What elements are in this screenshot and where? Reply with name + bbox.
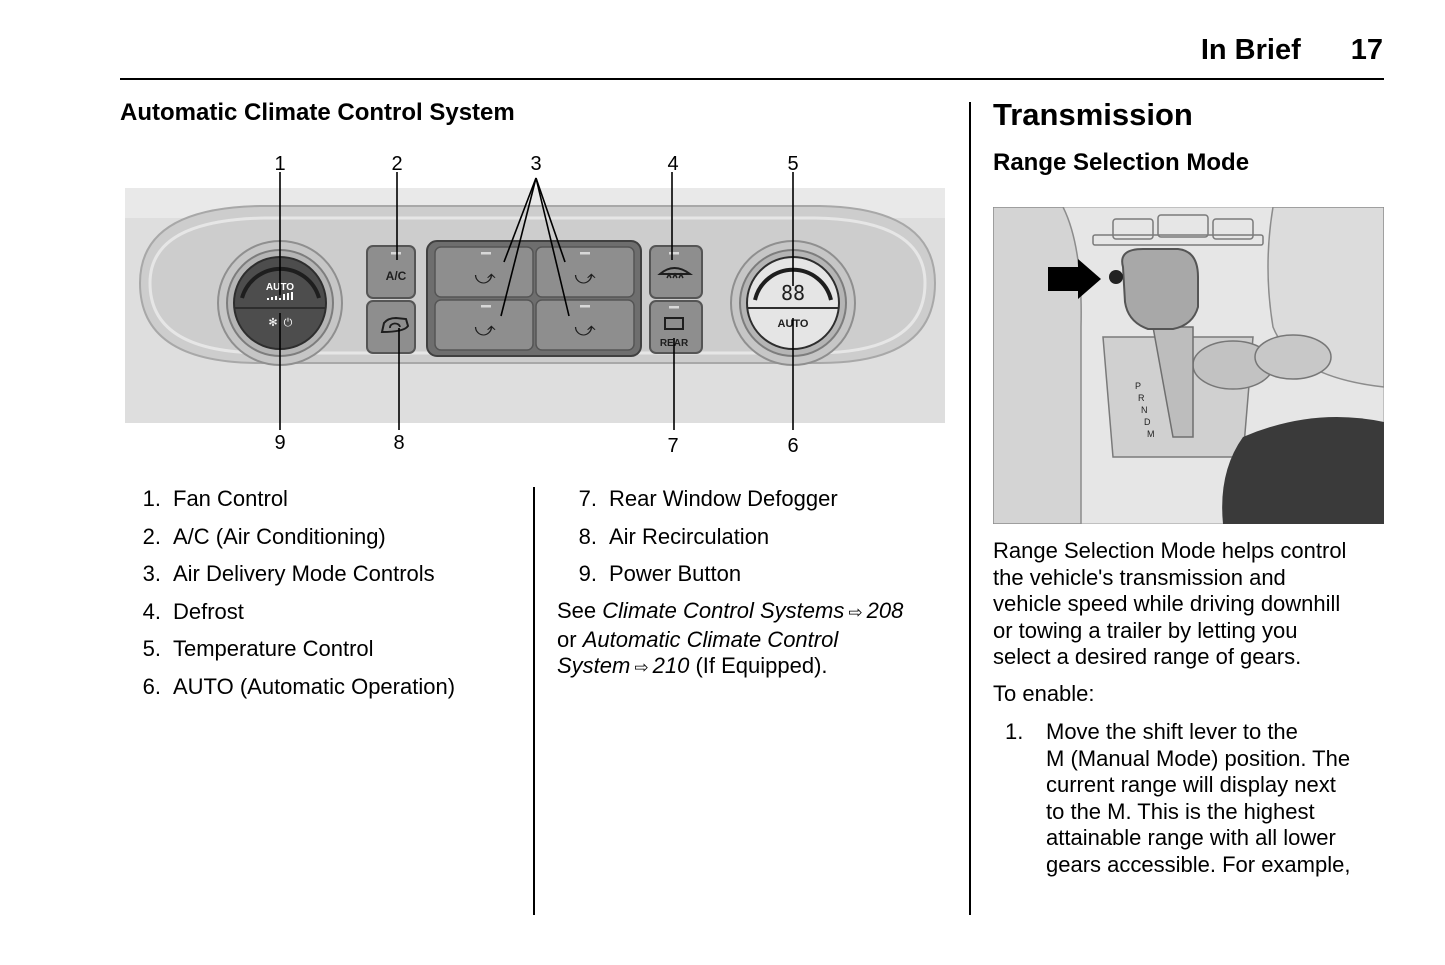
see-also-paragraph: See Climate Control Systems⇨208 or Autom… — [557, 598, 904, 678]
ac-button: A/C — [366, 245, 416, 299]
list-item: 9.Power Button — [578, 561, 742, 587]
list-item: 2.A/C (Air Conditioning) — [142, 523, 386, 549]
gear-d: D — [1144, 417, 1151, 427]
callout-numbers: 1 2 3 4 5 9 8 7 6 — [274, 153, 798, 457]
page-number: 17 — [1350, 34, 1383, 66]
column-divider-main — [969, 102, 971, 915]
callout-8: 8 — [393, 432, 404, 454]
step-number: 1. — [1005, 719, 1024, 744]
range-selection-heading: Range Selection Mode — [993, 149, 1250, 176]
legend-list-right: 7.Rear Window Defogger 8.Air Recirculati… — [556, 480, 838, 593]
list-item: 7.Rear Window Defogger — [578, 486, 838, 511]
callout-2: 2 — [391, 153, 402, 175]
defrost-button — [649, 245, 703, 299]
list-item: 6.AUTO (Automatic Operation) — [142, 673, 456, 699]
svg-text:A/C: A/C — [386, 269, 407, 283]
power-icon: ⏻ — [284, 316, 293, 329]
step-text: Move the shift lever to the M (Manual Mo… — [1046, 719, 1351, 877]
callout-lines — [279, 172, 794, 430]
transmission-heading: Transmission — [993, 97, 1193, 132]
bilevel-mode-icon: ⤻ — [574, 317, 596, 341]
callout-9: 9 — [274, 432, 285, 454]
rear-defogger-button: REAR — [649, 300, 703, 354]
recirculation-button — [366, 300, 416, 354]
defrost-floor-mode-icon: ⤻ — [574, 265, 596, 289]
vent-mode-icon: ⤻ — [474, 265, 496, 289]
running-header: In Brief 17 — [1201, 34, 1383, 67]
list-item: 4.Defrost — [142, 598, 244, 624]
xref-arrow-icon: ⇨ — [634, 658, 649, 677]
gear-r: R — [1138, 393, 1145, 403]
fan-icon: ✻ — [268, 316, 277, 329]
temperature-control-knob: 88 AUTO — [730, 240, 856, 366]
list-item: 1.Fan Control — [142, 486, 288, 511]
climate-panel-illustration: AUTO ✻ ⏻ A/C ⤻ ⤻ ⤻ ⤻ — [125, 153, 945, 457]
xref-arrow-icon: ⇨ — [848, 603, 863, 622]
gear-n: N — [1141, 405, 1148, 415]
callout-3: 3 — [530, 153, 541, 175]
legend-list-left: 1.Fan Control 2.A/C (Air Conditioning) 3… — [120, 480, 455, 706]
list-item: 3.Air Delivery Mode Controls — [142, 561, 435, 587]
gear-m: M — [1147, 429, 1155, 439]
to-enable-label: To enable: — [993, 681, 1095, 706]
list-item: 8.Air Recirculation — [578, 523, 770, 549]
callout-7: 7 — [667, 435, 678, 457]
shift-lever-illustration: P R N D M — [993, 207, 1384, 524]
range-selection-paragraph: Range Selection Mode helps control the v… — [993, 538, 1347, 669]
column-divider-inner — [533, 487, 535, 915]
callout-5: 5 — [787, 153, 798, 175]
callout-6: 6 — [787, 435, 798, 457]
section-title: In Brief — [1200, 34, 1301, 66]
callout-1: 1 — [274, 153, 285, 175]
air-delivery-mode-buttons: ⤻ ⤻ ⤻ ⤻ — [426, 240, 642, 357]
header-rule — [120, 78, 1384, 80]
car-recirc-icon — [380, 316, 410, 334]
climate-heading: Automatic Climate Control System — [120, 99, 515, 126]
list-item: 5.Temperature Control — [142, 636, 374, 662]
callout-4: 4 — [667, 153, 678, 175]
arrow-icon — [1048, 259, 1101, 299]
gear-indicator: P R N D M — [1135, 381, 1155, 439]
gear-p: P — [1135, 381, 1141, 391]
floor-mode-icon: ⤻ — [474, 317, 496, 341]
xref-automatic-climate-control[interactable]: Automatic Climate Control — [582, 626, 839, 652]
xref-climate-control-systems[interactable]: Climate Control Systems — [602, 598, 845, 623]
